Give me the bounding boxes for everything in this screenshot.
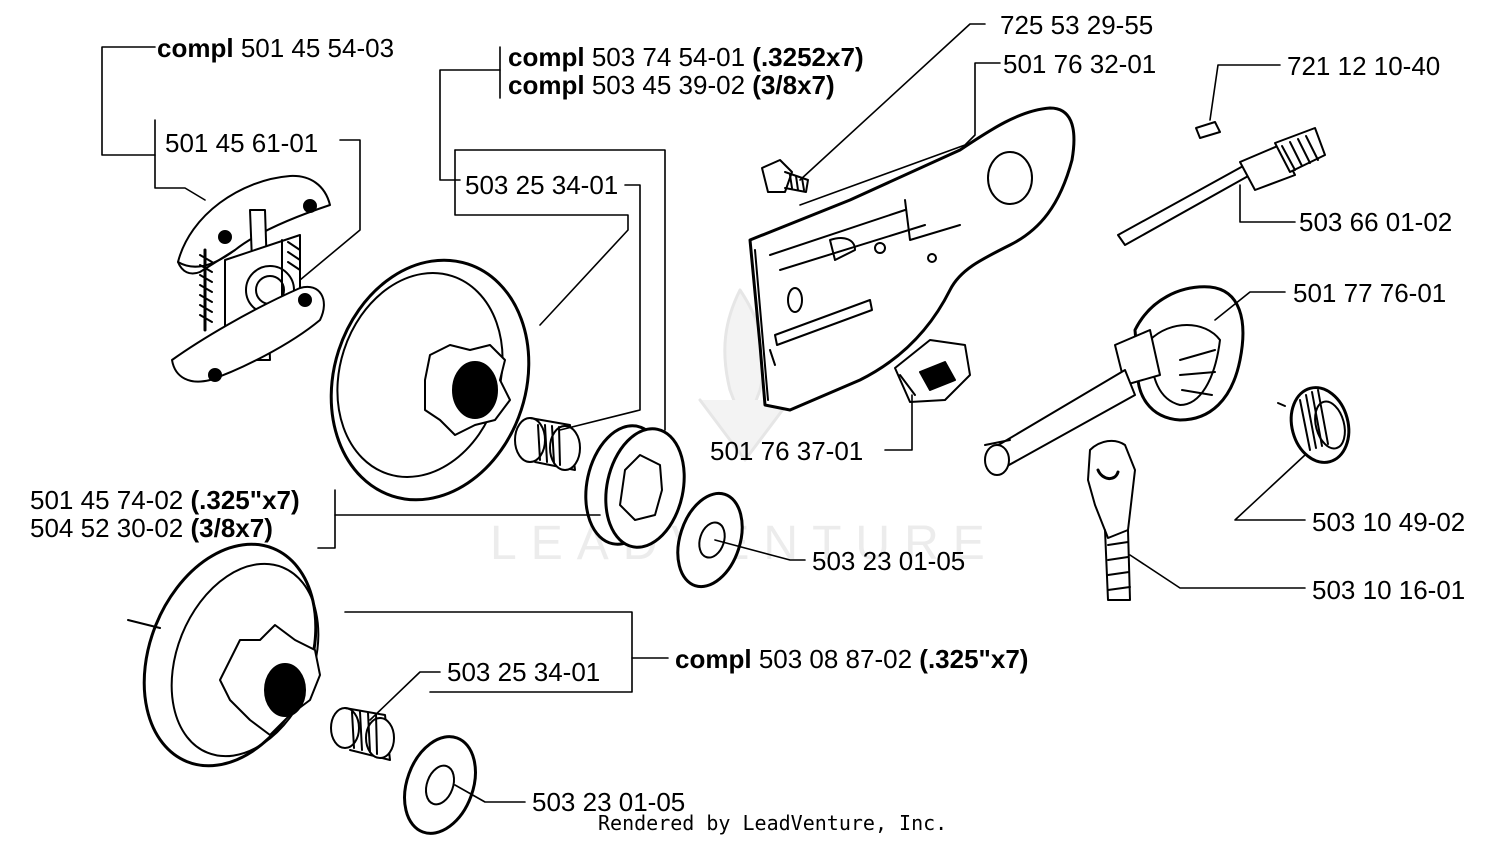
label-501-45-74-02: 501 45 74-02 (.325"x7)	[30, 485, 300, 515]
label-compl-501-45-54-03: compl 501 45 54-03	[157, 33, 395, 63]
needle-bearing-bottom-drawing	[330, 707, 395, 761]
label-721-12-10-40: 721 12 10-40	[1287, 51, 1441, 81]
spring-drawing	[1277, 386, 1351, 464]
label-501-76-37-01: 501 76 37-01	[710, 436, 864, 466]
label-503-25-34-01-top: 503 25 34-01	[465, 170, 619, 200]
screw-drawing	[761, 159, 809, 193]
adjuster-shaft-drawing	[1117, 121, 1326, 246]
clutch-assembly-drawing	[171, 174, 331, 383]
label-compl-503-74-54-01: compl 503 74 54-01 (.3252x7)	[508, 42, 864, 72]
adjuster-block-drawing	[894, 339, 971, 403]
label-compl-503-08-87-02: compl 503 08 87-02 (.325"x7)	[675, 644, 1029, 674]
label-503-66-01-02: 503 66 01-02	[1299, 207, 1453, 237]
footer-credit: Rendered by LeadVenture, Inc.	[598, 811, 948, 835]
label-504-52-30-02: 504 52 30-02 (3/8x7)	[30, 513, 273, 543]
rim-sprocket-drawing	[584, 424, 686, 549]
guide-plate-drawing	[748, 106, 1076, 412]
label-503-23-01-05-bottom: 503 23 01-05	[532, 787, 686, 817]
washer-bottom-drawing	[403, 735, 477, 835]
watermark-logo	[698, 288, 792, 462]
clutch-drum-bottom-drawing	[127, 542, 321, 768]
leader-lines	[101, 23, 1306, 803]
label-725-53-29-55: 725 53 29-55	[1000, 10, 1154, 40]
label-501-77-76-01: 501 77 76-01	[1293, 278, 1447, 308]
chain-catcher-drawing	[1087, 439, 1136, 601]
label-501-76-32-01: 501 76 32-01	[1003, 49, 1157, 79]
label-503-23-01-05-top: 503 23 01-05	[812, 546, 966, 576]
label-503-25-34-01-bottom: 503 25 34-01	[447, 657, 601, 687]
needle-bearing-top-drawing	[514, 417, 581, 471]
label-501-45-61-01: 501 45 61-01	[165, 128, 319, 158]
washer-top-drawing	[676, 491, 744, 589]
label-503-10-49-02: 503 10 49-02	[1312, 507, 1466, 537]
label-compl-503-45-39-02: compl 503 45 39-02 (3/8x7)	[508, 70, 835, 100]
label-503-10-16-01: 503 10 16-01	[1312, 575, 1466, 605]
clutch-drum-top-drawing	[329, 258, 531, 502]
